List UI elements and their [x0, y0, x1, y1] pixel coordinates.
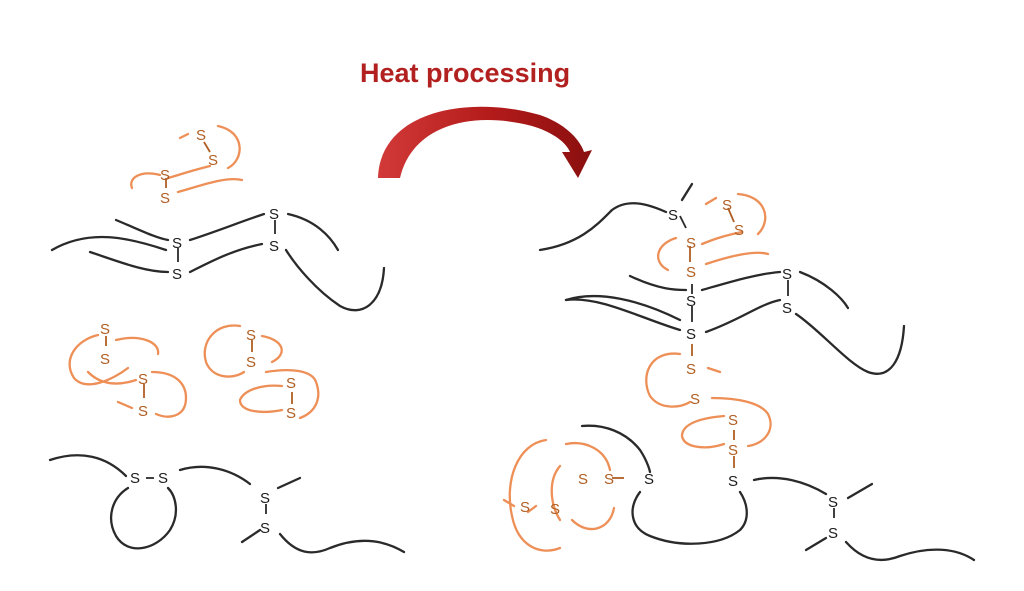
sulfur-atom: S: [728, 412, 738, 429]
sulfur-atom: S: [138, 371, 148, 388]
orange-protein-loop-2: S S S S: [68, 321, 188, 420]
sulfur-atom: S: [668, 207, 678, 224]
sulfur-atom: S: [686, 235, 696, 252]
sulfur-atom: S: [172, 235, 182, 252]
sulfur-atom: S: [520, 499, 530, 516]
sulfur-atom: S: [686, 264, 696, 281]
sulfur-atom: S: [722, 197, 732, 214]
sulfur-atom: S: [260, 490, 270, 507]
black-protein-chains-2: S S S S: [48, 454, 406, 554]
sulfur-atom: S: [550, 501, 560, 518]
sulfur-atom: S: [160, 167, 170, 184]
native-protein-panel: S S S S S S S S: [48, 124, 406, 554]
sulfur-atom: S: [734, 222, 744, 239]
black-protein-chains-4: S S S S: [580, 424, 976, 562]
diagram-title: Heat processing: [360, 58, 571, 88]
sulfur-atom: S: [196, 127, 206, 144]
sulfur-atom: S: [269, 206, 279, 223]
sulfur-atom: S: [728, 473, 738, 490]
orange-protein-loop-1: S S S S: [130, 124, 244, 207]
heat-processing-arrow: [378, 106, 592, 178]
sulfur-atom: S: [604, 471, 614, 488]
sulfur-atom: S: [686, 361, 696, 378]
orange-protein-loop-3: S S S S: [203, 324, 320, 422]
black-protein-chains-1: S S S S: [50, 206, 386, 312]
sulfur-atom: S: [286, 375, 296, 392]
sulfur-atom: S: [782, 300, 792, 317]
sulfur-atom: S: [246, 354, 256, 371]
sulfur-atom: S: [260, 520, 270, 537]
sulfur-atom: S: [269, 238, 279, 255]
sulfur-atom: S: [208, 152, 218, 169]
sulfur-atom: S: [578, 471, 588, 488]
sulfur-atom: S: [100, 321, 110, 338]
sulfur-atom: S: [130, 470, 140, 487]
orange-protein-loop-4: S S S S: [657, 192, 770, 281]
sulfur-atom: S: [782, 266, 792, 283]
heat-processed-protein-panel: S S S S S S S S S S: [502, 182, 976, 562]
sulfur-atom: S: [690, 391, 700, 408]
sulfur-atom: S: [728, 442, 738, 459]
sulfur-atom: S: [138, 403, 148, 420]
sulfur-atom: S: [160, 190, 170, 207]
sulfur-atom: S: [246, 327, 256, 344]
sulfur-atom: S: [644, 471, 654, 488]
sulfur-atom: S: [286, 405, 296, 422]
orange-protein-loop-6: S S S S: [502, 438, 624, 552]
sulfur-atom: S: [100, 351, 110, 368]
sulfur-atom: S: [828, 494, 838, 511]
black-protein-chains-3: S S S S S: [538, 182, 906, 375]
sulfur-atom: S: [828, 525, 838, 542]
sulfur-atom: S: [686, 326, 696, 343]
sulfur-atom: S: [158, 470, 168, 487]
sulfur-atom: S: [172, 266, 182, 283]
sulfur-atom: S: [686, 293, 696, 310]
orange-protein-loop-5: S S S S: [645, 344, 772, 468]
